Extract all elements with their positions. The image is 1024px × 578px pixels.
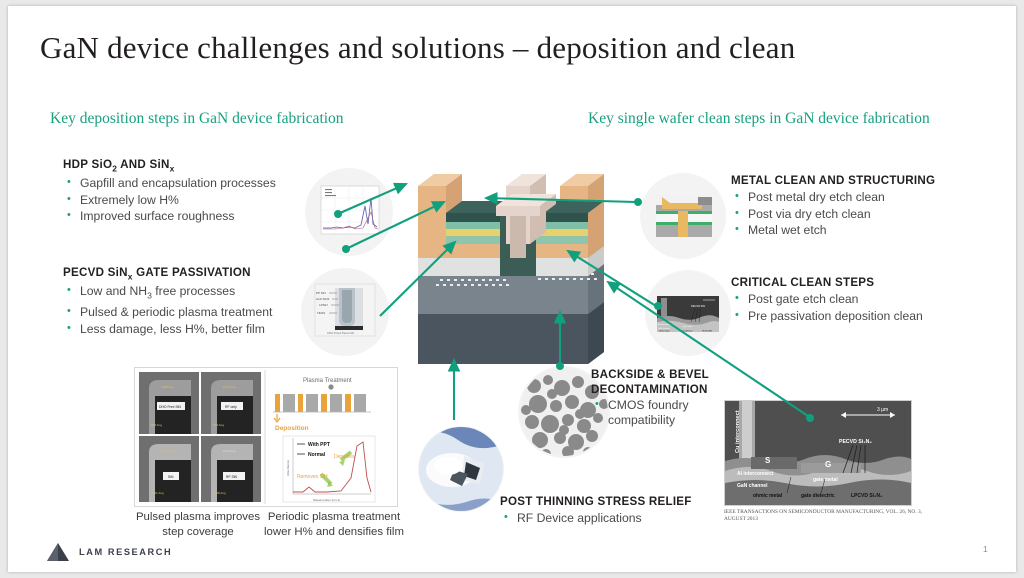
svg-text:3 µm: 3 µm <box>877 407 888 413</box>
svg-text:With PPT: With PPT <box>308 442 330 448</box>
block-metal-heading: METAL CLEAN AND STRUCTURING <box>731 174 936 187</box>
svg-text:Cu interconnect: Cu interconnect <box>735 410 741 453</box>
svg-text:RF only: RF only <box>225 405 237 409</box>
svg-text:TEOS: TEOS <box>317 311 325 315</box>
block-hdp-sio2-sinx: HDP SiO2 AND SiNx Gapfill and encapsulat… <box>63 158 276 225</box>
subheading-deposition: Key deposition steps in GaN device fabri… <box>50 110 344 127</box>
block-backside-bullets: CMOS foundry compatibility <box>591 397 711 428</box>
block-post-thinning-bullets: RF Device applications <box>500 509 692 527</box>
list-item: RF Device applications <box>500 509 692 527</box>
block-hdp-heading: HDP SiO2 AND SiNx <box>63 158 175 174</box>
svg-text:SiN: SiN <box>168 475 174 479</box>
block-pecvd-bullets: Low and NH3 free processes Pulsed & peri… <box>63 282 272 338</box>
svg-text:Removes SiH: Removes SiH <box>297 474 328 480</box>
block-post-thinning-heading: POST THINNING STRESS RELIEF <box>500 495 692 508</box>
svg-text:Al interconnect: Al interconnect <box>658 323 672 326</box>
block-backside-heading-line1: BACKSIDE & BEVEL <box>591 368 710 381</box>
svg-text:Normal: Normal <box>308 452 326 458</box>
list-item: Gapfill and encapsulation processes <box>63 174 276 192</box>
svg-text:DHO Free SiN: DHO Free SiN <box>159 405 181 409</box>
svg-text:Deposition: Deposition <box>275 425 309 432</box>
svg-text:Al interconnect: Al interconnect <box>737 471 774 477</box>
subheading-clean: Key single wafer clean steps in GaN devi… <box>588 110 930 127</box>
svg-text:GaN channel: GaN channel <box>737 483 768 489</box>
svg-text:gate metal: gate metal <box>813 477 838 483</box>
block-hdp-bullets: Gapfill and encapsulation processes Extr… <box>63 174 276 225</box>
lam-triangle-icon <box>47 543 69 561</box>
svg-text:1081 Ang: 1081 Ang <box>161 449 174 453</box>
svg-text:S: S <box>765 456 771 465</box>
block-post-thinning-stress-relief: POST THINNING STRESS RELIEF RF Device ap… <box>500 495 692 527</box>
block-backside-bevel: BACKSIDE & BEVEL DECONTAMINATION CMOS fo… <box>591 368 711 428</box>
svg-text:Densifies: Densifies <box>334 454 355 460</box>
lam-research-logo: LAM RESEARCH <box>46 542 172 562</box>
list-item: Pre passivation deposition clean <box>731 307 923 325</box>
svg-text:190% Pulsed Plasma SiN: 190% Pulsed Plasma SiN <box>327 332 355 335</box>
svg-text:Wavenumber (cm-1): Wavenumber (cm-1) <box>313 498 340 502</box>
thumbnail-wafer-handling[interactable] <box>418 426 504 512</box>
list-item: Post via dry etch clean <box>731 205 935 223</box>
caption-periodic-plasma: Periodic plasma treatment lower H% and d… <box>264 511 404 538</box>
svg-text:gate dielectric: gate dielectric <box>801 493 835 499</box>
sem-citation: IEEE TRANSACTIONS ON SEMICONDUCTOR MANUF… <box>724 509 923 522</box>
caption-pulsed-plasma: Pulsed plasma improves step coverage <box>135 511 261 538</box>
svg-text:RF SiN: RF SiN <box>226 475 237 479</box>
svg-text:Absorbance: Absorbance <box>286 460 290 476</box>
block-pecvd-gate-passivation: PECVD SiNx GATE PASSIVATION Low and NH3 … <box>63 266 272 337</box>
svg-text:gate dielectric: gate dielectric <box>681 330 693 333</box>
sem-cross-section: 3 µm Cu interconnect S G PECVD Si₃N₄ Al … <box>724 400 912 506</box>
page-number: 1 <box>983 544 988 554</box>
svg-text:1088 Ang: 1088 Ang <box>161 385 174 389</box>
svg-text:gate metal: gate metal <box>683 325 693 328</box>
list-item: Extremely low H% <box>63 191 276 209</box>
list-item: Improved surface roughness <box>63 207 276 225</box>
list-item: Less damage, less H%, better film <box>63 320 272 338</box>
svg-text:1070 Ang: 1070 Ang <box>223 385 236 389</box>
svg-text:LPSiN: LPSiN <box>319 303 328 307</box>
svg-text:1029 Ang: 1029 Ang <box>223 449 236 453</box>
page-title: GaN device challenges and solutions – de… <box>40 30 796 65</box>
block-metal-clean-structuring: METAL CLEAN AND STRUCTURING Post metal d… <box>731 174 935 239</box>
block-critical-bullets: Post gate etch clean Pre passivation dep… <box>731 290 923 325</box>
list-item: CMOS foundry compatibility <box>591 397 711 428</box>
block-metal-bullets: Post metal dry etch clean Post via dry e… <box>731 188 935 239</box>
gan-device-diagram <box>418 174 604 364</box>
slide-canvas: GaN device challenges and solutions – de… <box>8 6 1016 572</box>
block-critical-heading: CRITICAL CLEAN STEPS <box>731 276 875 289</box>
thumbnail-metal-via-schematic[interactable] <box>640 173 726 259</box>
svg-text:ohmic metal: ohmic metal <box>659 330 670 333</box>
svg-text:LPCVD Si₃N₄: LPCVD Si₃N₄ <box>851 493 883 499</box>
block-backside-heading-line2: DECONTAMINATION <box>591 383 708 396</box>
svg-text:ALD SiO2: ALD SiO2 <box>316 297 330 301</box>
svg-text:574 Ang: 574 Ang <box>213 423 224 427</box>
svg-text:568 Ang: 568 Ang <box>151 423 162 427</box>
svg-text:1421 Ang: 1421 Ang <box>151 491 164 495</box>
svg-text:G: G <box>825 460 831 469</box>
thumbnail-ftir-spectrum[interactable] <box>305 168 393 256</box>
list-item: Low and NH3 free processes <box>63 282 272 304</box>
svg-text:Plasma Treatment: Plasma Treatment <box>303 378 352 384</box>
list-item: Metal wet etch <box>731 221 935 239</box>
pulsed-plasma-panel: DHO Free SiN 1088 Ang 568 Ang RF only 10… <box>134 367 398 507</box>
svg-text:ohmic metal: ohmic metal <box>753 493 783 499</box>
list-item: Pulsed & periodic plasma treatment <box>63 303 272 321</box>
logo-text: LAM RESEARCH <box>79 547 173 557</box>
svg-text:1008 Ang: 1008 Ang <box>213 491 226 495</box>
list-item: Post metal dry etch clean <box>731 188 935 206</box>
svg-text:LPCVD SiN: LPCVD SiN <box>702 331 713 333</box>
svg-text:PECVD SiN: PECVD SiN <box>691 304 705 308</box>
svg-text:PP SiN: PP SiN <box>316 291 326 295</box>
thumbnail-critical-clean-sem[interactable]: PECVD SiN Al interconnect GaN channel ga… <box>645 270 731 356</box>
block-pecvd-heading: PECVD SiNx GATE PASSIVATION <box>63 266 251 282</box>
list-item: Post gate etch clean <box>731 290 923 308</box>
thumbnail-gapfill-sem[interactable]: PP SiN ALD SiO2 LPSiN TEOS 190% Pulsed P… <box>301 268 389 356</box>
block-critical-clean-steps: CRITICAL CLEAN STEPS Post gate etch clea… <box>731 276 923 324</box>
svg-text:PECVD Si₃N₄: PECVD Si₃N₄ <box>839 439 872 445</box>
